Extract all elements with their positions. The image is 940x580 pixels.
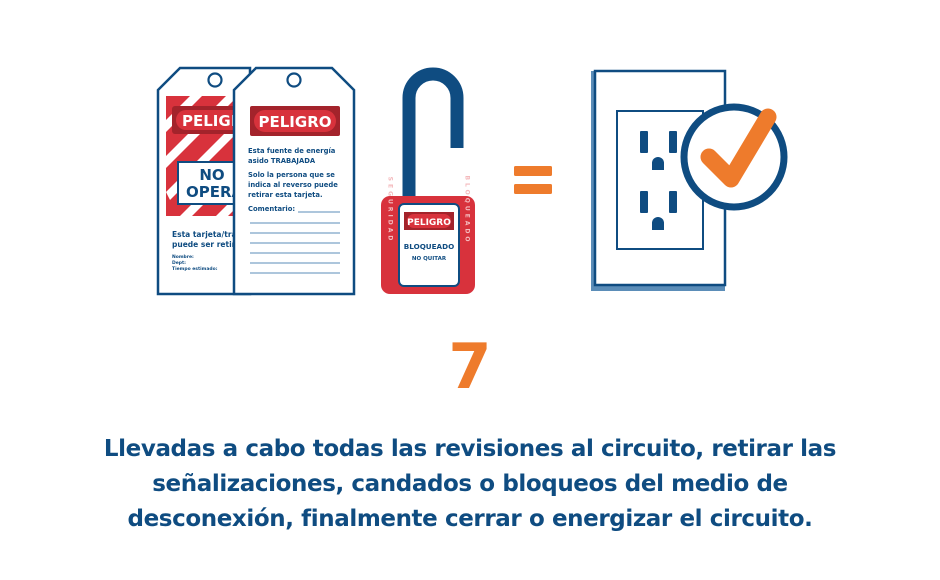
- front-tag: PELIGRO Esta fuente de energía asido TRA…: [232, 66, 356, 296]
- padlock-no-quitar: NO QUITAR: [412, 256, 447, 262]
- front-tag-line2: asido TRABAJADA: [248, 157, 316, 165]
- padlock-bloqueado-vertical: BLOQUEADO: [464, 175, 471, 244]
- front-tag-line1: Esta fuente de energía: [248, 147, 336, 155]
- front-tag-comment-label: Comentario:: [248, 205, 295, 213]
- back-tag-field-dept: Dept:: [172, 260, 186, 266]
- padlock-seguridad: SEGURIDAD: [387, 177, 394, 244]
- equals-icon: [514, 166, 552, 194]
- back-tag-opera: OPERA: [186, 183, 244, 201]
- padlock-shackle: [402, 67, 464, 208]
- back-tag-line1: Esta tarjeta/trab: [172, 230, 243, 239]
- back-tag-no: NO: [199, 166, 224, 184]
- front-tag-line4: indica al reverso puede: [248, 181, 338, 189]
- front-tag-line3: Solo la persona que se: [248, 171, 335, 179]
- back-tag-field-nombre: Nombre:: [172, 254, 194, 260]
- step-number: 7: [448, 330, 492, 403]
- outlet-sockets: [640, 131, 677, 230]
- checkmark-icon: [700, 108, 777, 188]
- back-tag-field-tiempo: Tiempo estimado:: [172, 266, 218, 272]
- back-tag-line2: puede ser retira: [172, 240, 240, 249]
- step-caption: Llevadas a cabo todas las revisiones al …: [103, 436, 837, 532]
- front-tag-line5: retirar esta tarjeta.: [248, 191, 323, 199]
- padlock-bloqueado: BLOQUEADO: [404, 242, 454, 251]
- power-outlet-check-icon: [591, 69, 788, 291]
- padlock-header: PELIGRO: [407, 218, 451, 228]
- padlock-illustration: PELIGRO BLOQUEADO NO QUITAR SEGURIDAD BL…: [381, 67, 475, 294]
- front-tag-header: PELIGRO: [259, 113, 332, 131]
- lockout-tags-illustration: PELIGRO NO OPERA Esta tarjeta/trab puede…: [156, 66, 356, 296]
